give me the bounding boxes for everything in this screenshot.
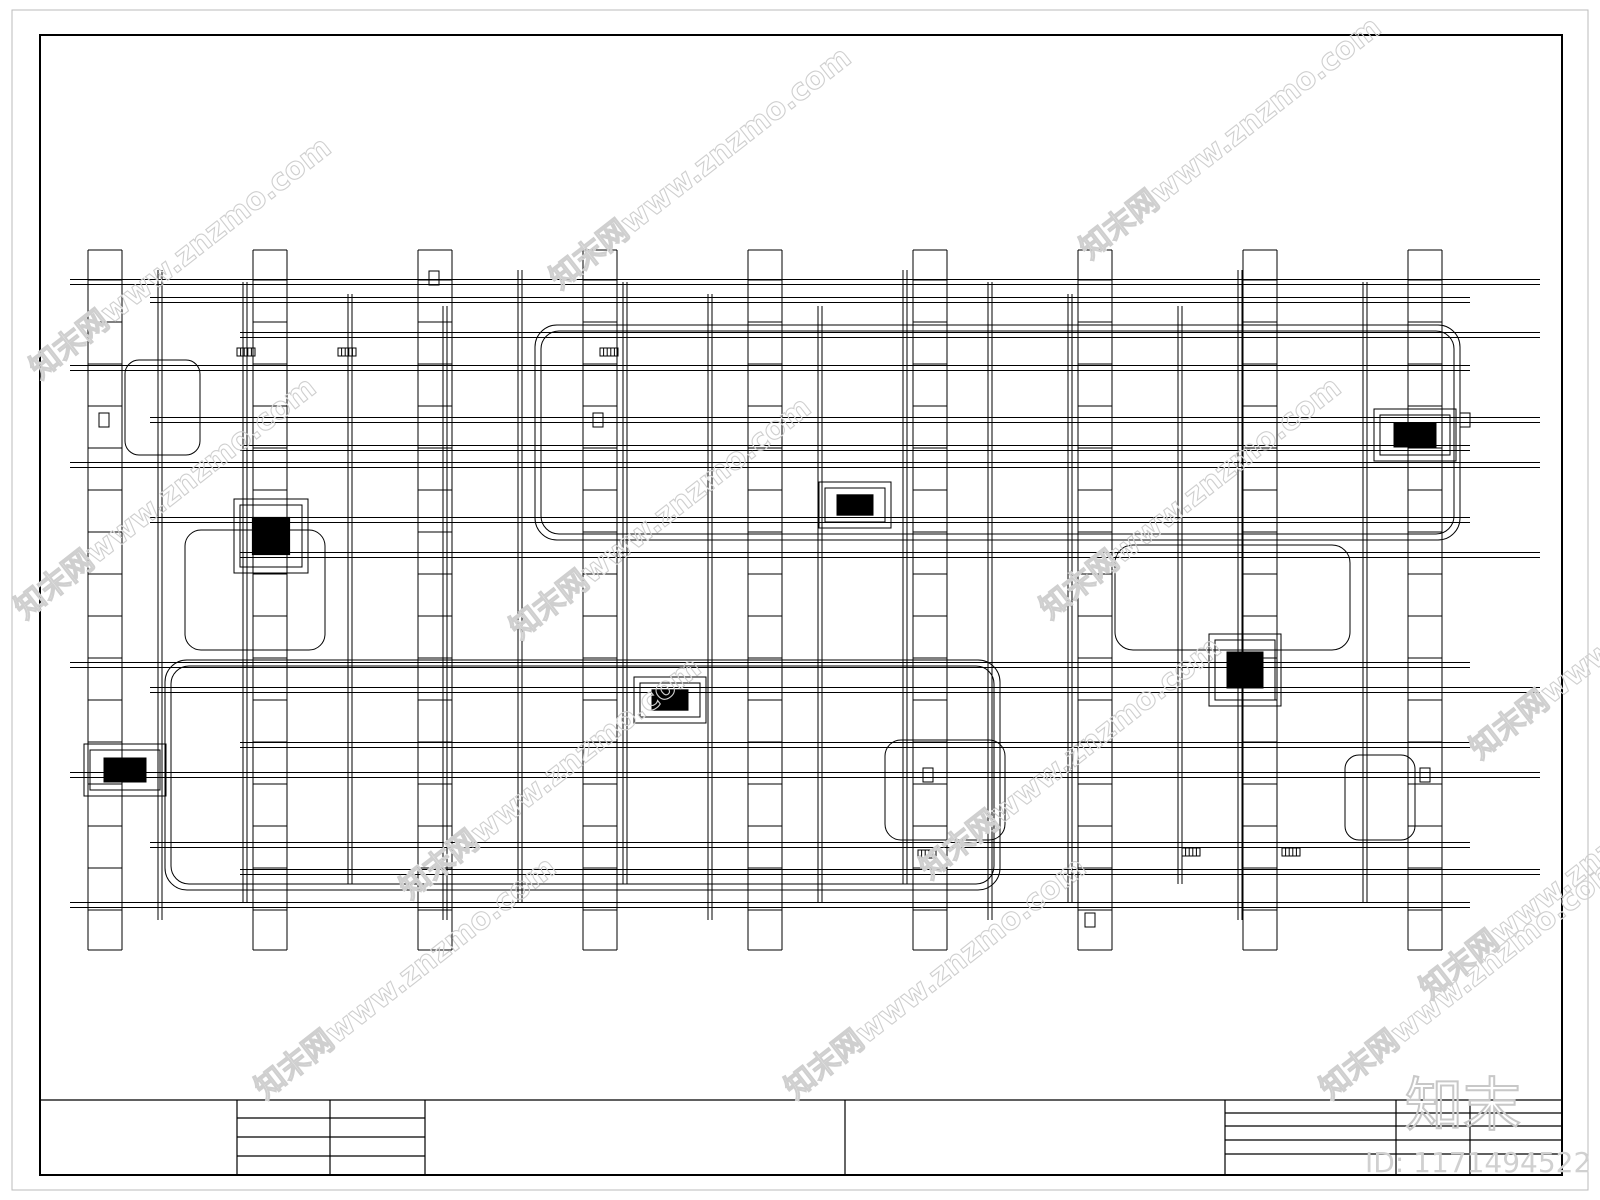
ac-cassette-frame (233, 498, 309, 574)
branch-duct-loop (1114, 544, 1351, 651)
grille-symbol (599, 347, 619, 357)
watermark-text: 知末网www.znzmo.com (8, 370, 323, 627)
ac-cassette (89, 749, 161, 791)
watermark-text: 知末网www.znzmo.com (1033, 370, 1348, 627)
ac-cassette-frame (633, 676, 707, 724)
ac-cassette-frame (83, 743, 167, 797)
ac-cassette (639, 682, 701, 718)
ac-cassette-core (651, 689, 689, 711)
watermark-text: 知末网www.znzmo.com (503, 390, 818, 647)
watermark-text: 知末网www.znzmo.com (1073, 10, 1388, 267)
grille-symbol (1281, 847, 1301, 857)
ac-cassette-frame (818, 481, 892, 529)
ac-cassette-frame (1373, 408, 1457, 462)
grille-symbol (236, 347, 256, 357)
image-id-label: ID: 1171494522 (1365, 1146, 1591, 1179)
ac-cassette-frame (1208, 633, 1282, 707)
main-duct-loop (534, 324, 1461, 541)
main-duct-loop (164, 659, 1001, 891)
ac-cassette (1379, 414, 1451, 456)
control-box (98, 412, 110, 428)
control-box (1459, 412, 1471, 428)
control-box (428, 270, 440, 286)
watermark-text: 知末网www.znzmo.com (543, 40, 858, 297)
grille-symbol (1181, 847, 1201, 857)
title-block (40, 1099, 1562, 1175)
control-box (922, 767, 934, 783)
logo-mark: 知末 (1405, 1071, 1521, 1139)
ac-cassette-core (1226, 651, 1264, 689)
ac-cassette-core (251, 516, 291, 556)
branch-duct-loop (1344, 754, 1416, 841)
watermark-text: 知末网www.znzmo.com (1463, 510, 1600, 767)
main-duct-loop (170, 665, 995, 885)
drawing-frame (39, 34, 1563, 1176)
control-box (1419, 767, 1431, 783)
grille-symbol (337, 347, 357, 357)
ac-cassette-core (1393, 422, 1437, 448)
ac-cassette-core (836, 494, 874, 516)
watermark-text: 知末网www.znzmo.com (778, 850, 1093, 1107)
main-duct-loop (540, 330, 1455, 535)
ac-cassette (824, 487, 886, 523)
ac-cassette-core (103, 757, 147, 783)
watermark-text: 知末网www.znzmo.com (23, 130, 338, 387)
branch-duct-loop (884, 739, 1006, 841)
ac-cassette (239, 504, 303, 568)
grille-symbol (917, 849, 937, 859)
hvac-plan (70, 249, 1540, 951)
control-box (592, 412, 604, 428)
control-box (1084, 912, 1096, 928)
outer-border (11, 9, 1589, 1191)
